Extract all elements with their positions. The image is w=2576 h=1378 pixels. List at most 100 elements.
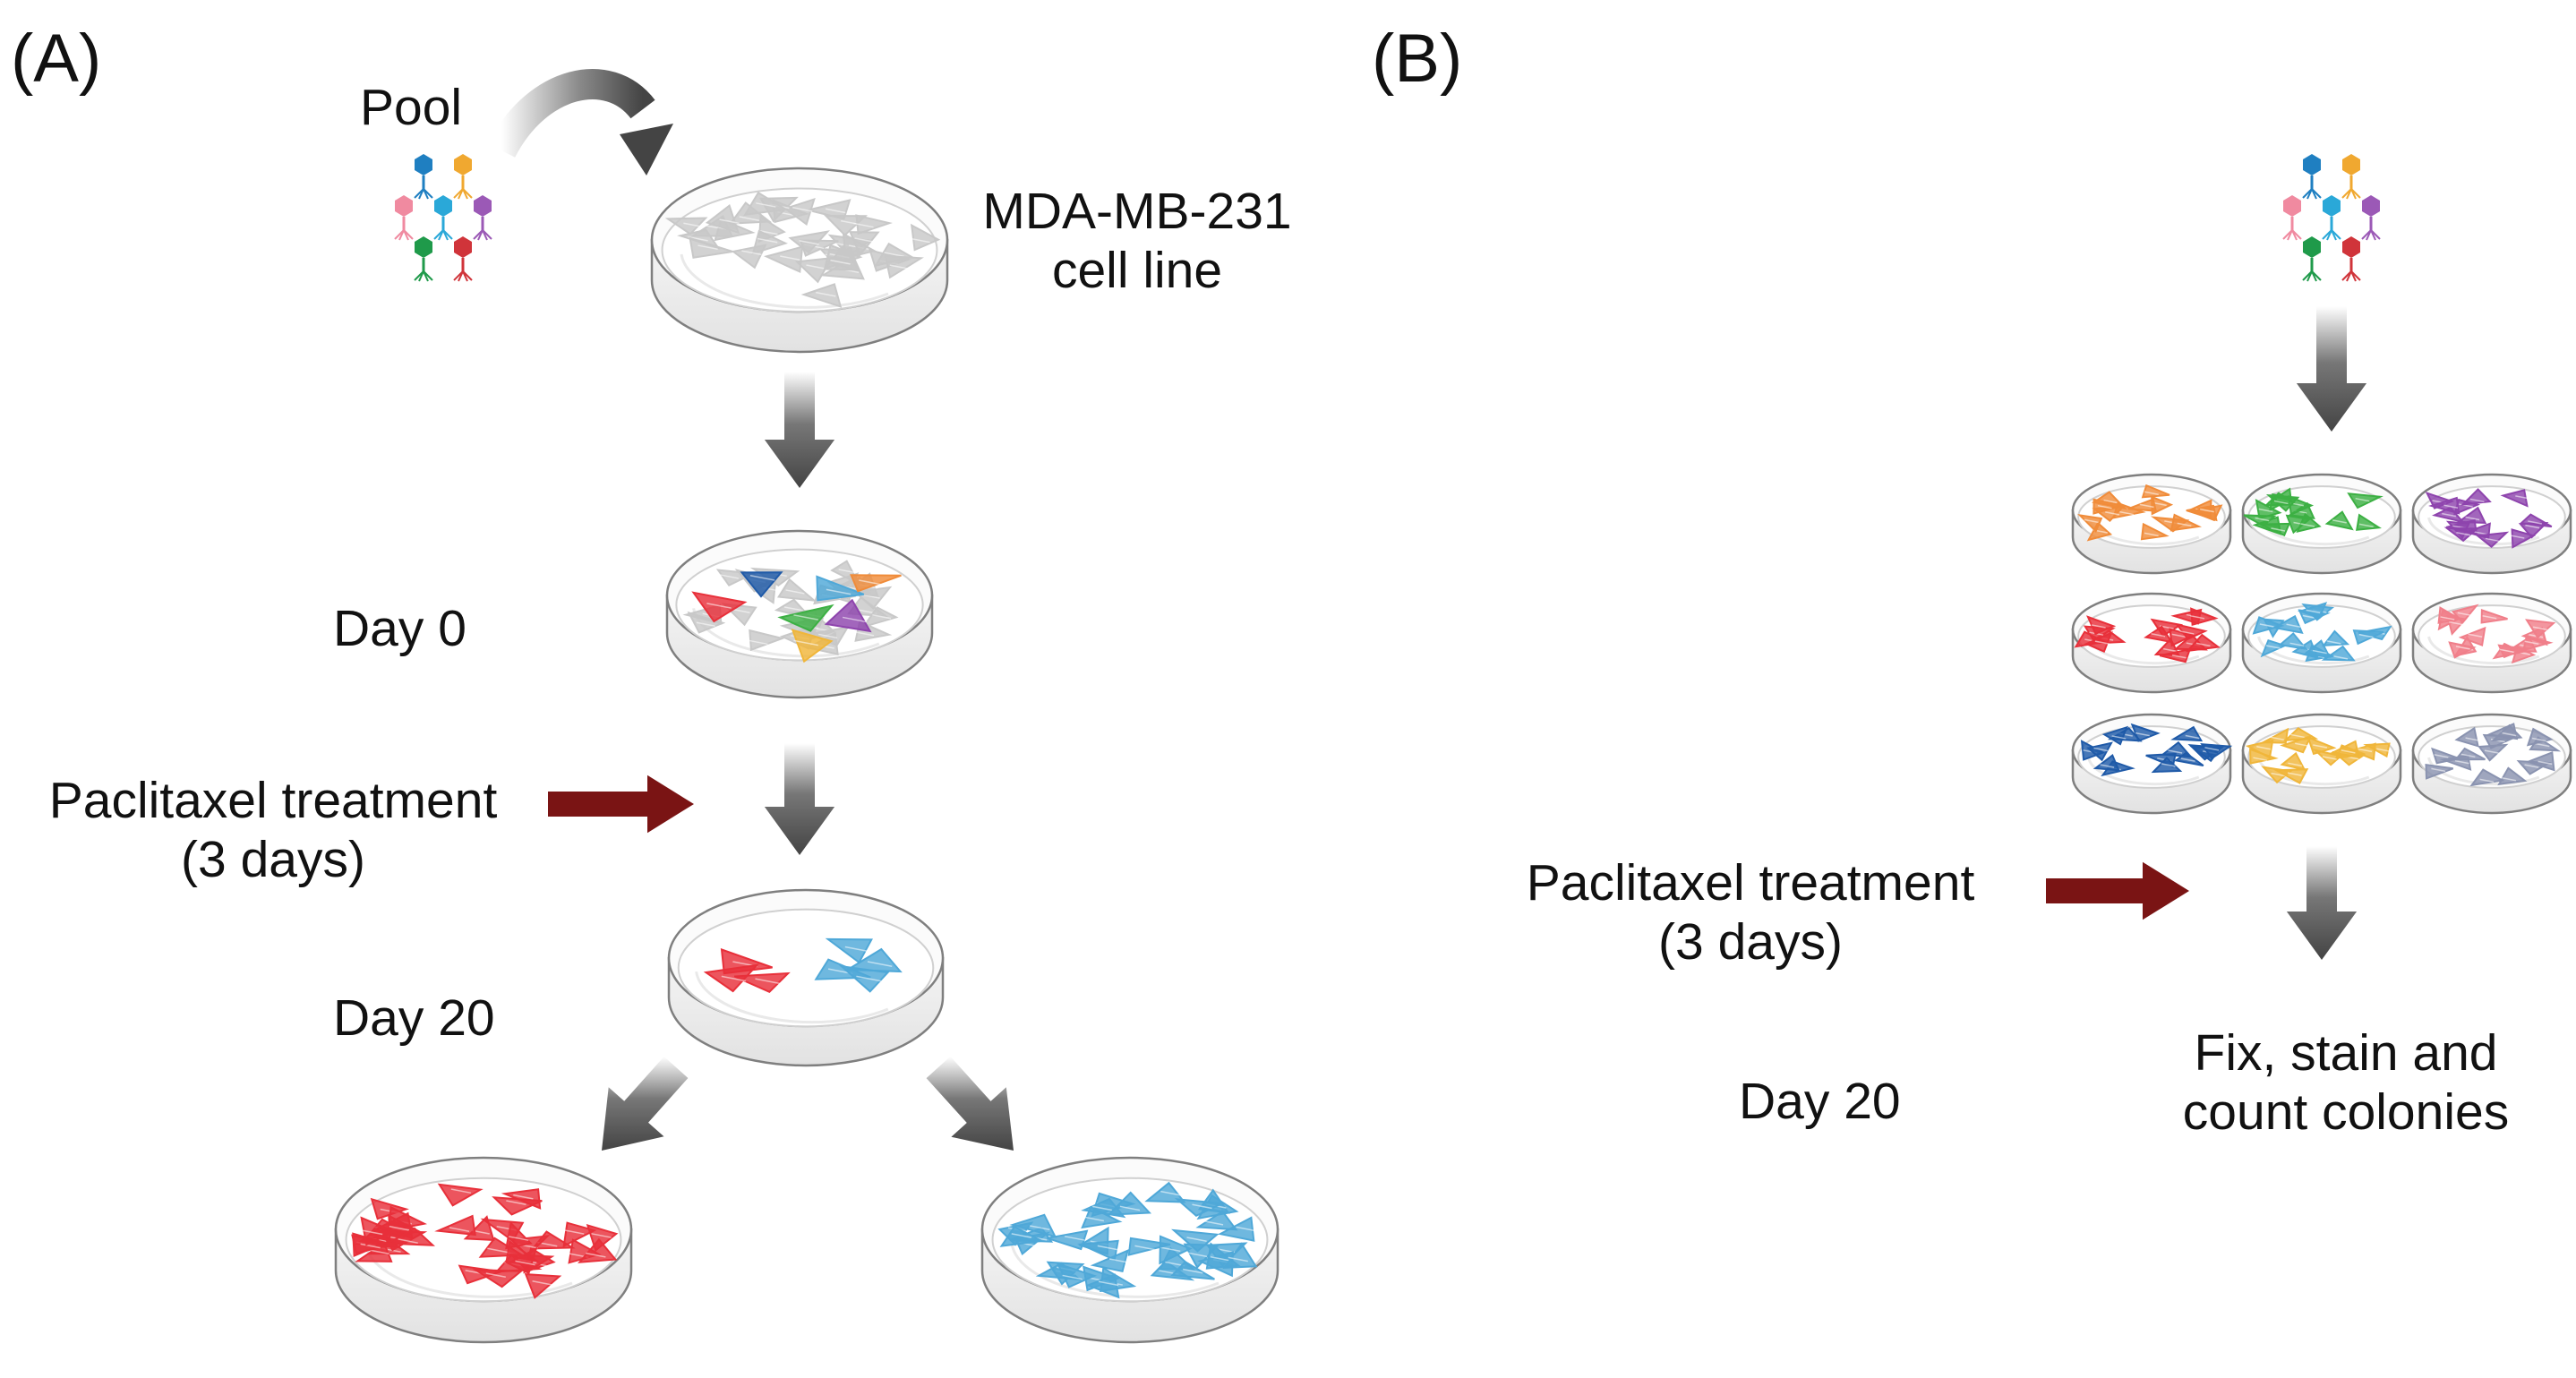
- cell-sheen: [2440, 616, 2455, 621]
- cell-sheen: [2139, 503, 2154, 509]
- cell-sheen: [485, 1272, 506, 1279]
- cell: [860, 606, 899, 629]
- cell: [1009, 1213, 1057, 1238]
- cell-sheen: [2358, 748, 2373, 753]
- phage-head: [474, 195, 492, 217]
- cell-sheen: [721, 975, 747, 982]
- cell-sheen: [2100, 764, 2115, 768]
- cell-sheen: [818, 633, 838, 639]
- cell-sheen: [1011, 1233, 1032, 1238]
- cell-sheen: [2472, 530, 2487, 535]
- cell: [999, 1225, 1045, 1247]
- cell-sheen: [825, 208, 846, 214]
- cell-sheen: [1083, 1216, 1105, 1222]
- cell-sheen: [706, 603, 732, 609]
- cell-sheen: [2144, 491, 2159, 495]
- cell-sheen: [2271, 527, 2286, 532]
- cell: [2363, 742, 2391, 758]
- dish-highlight: [680, 253, 889, 309]
- cell-sheen: [1192, 1203, 1212, 1210]
- cell-sheen: [2103, 499, 2118, 504]
- cell-sheen: [688, 235, 708, 242]
- cell: [2324, 510, 2354, 531]
- phage-head: [2323, 195, 2341, 217]
- cell-sheen: [780, 255, 800, 261]
- phage-pool-icon-b: [2282, 154, 2381, 282]
- cell-sheen: [1097, 1245, 1118, 1251]
- barcoded-cell: [740, 571, 783, 598]
- cell-sheen: [739, 216, 760, 221]
- barcoded-cell: [791, 629, 834, 663]
- phage-head: [2362, 195, 2380, 217]
- phage-leg: [477, 229, 484, 241]
- cell-sheen: [2376, 748, 2392, 752]
- cell-sheen: [853, 222, 874, 228]
- cell: [2490, 723, 2523, 742]
- cell: [1217, 1216, 1255, 1242]
- cell: [800, 283, 843, 308]
- phage-leg: [2350, 270, 2357, 282]
- cell-sheen: [2434, 754, 2449, 758]
- pool-label: Pool: [360, 79, 463, 136]
- cell: [783, 198, 816, 227]
- phage-leg: [462, 270, 468, 282]
- cell: [1170, 1261, 1215, 1280]
- cell-sheen: [2482, 615, 2497, 620]
- cell-sheen: [910, 237, 930, 244]
- cell-sheen: [2256, 746, 2272, 750]
- barcoded-cell: [691, 591, 748, 623]
- day20-label-b: Day 20: [1739, 1073, 1901, 1130]
- cell-sheen: [2290, 733, 2305, 739]
- phage-leg: [442, 229, 449, 241]
- cell-sheen: [2468, 633, 2483, 638]
- cell: [849, 231, 880, 257]
- treatment-label-b-line2: (3 days): [1658, 912, 1843, 971]
- cell-sheen: [2185, 734, 2200, 740]
- cell: [1127, 1237, 1171, 1256]
- cell: [2092, 498, 2124, 515]
- cell-sheen: [2332, 519, 2347, 524]
- cell-sheen: [563, 1229, 585, 1235]
- cell-sheen: [844, 946, 870, 953]
- day20-label-a: Day 20: [333, 989, 495, 1047]
- cell-sheen: [2259, 623, 2274, 628]
- phage-head: [454, 236, 472, 258]
- cell-sheen: [696, 621, 715, 628]
- phage-leg: [2306, 188, 2313, 200]
- phage-head: [2342, 154, 2360, 175]
- phage-head: [2283, 195, 2301, 217]
- cell-sheen: [2535, 742, 2550, 748]
- cell: [2169, 628, 2195, 647]
- cell-sheen: [1092, 1205, 1113, 1211]
- cell: [562, 1221, 597, 1248]
- cell-sheen: [532, 1280, 552, 1286]
- cell-sheen: [2479, 778, 2495, 783]
- cell-sheen: [793, 639, 818, 646]
- cell-sheen: [2171, 633, 2187, 638]
- phage-leg: [2291, 229, 2298, 241]
- dish-expanded-red: [334, 1156, 633, 1344]
- cell-sheen: [508, 1236, 529, 1241]
- treatment-arrow-b: [2046, 861, 2189, 920]
- cell-sheen: [2161, 763, 2176, 767]
- cell: [776, 578, 817, 602]
- cell-sheen: [719, 218, 740, 225]
- cell: [1174, 1198, 1226, 1217]
- cell-sheen: [2532, 626, 2547, 631]
- cell-sheen: [867, 961, 893, 967]
- cell-sheen: [449, 1227, 470, 1232]
- cell-sheen: [2525, 524, 2540, 529]
- cell: [2086, 741, 2113, 762]
- cell: [355, 1241, 393, 1262]
- cell-sheen: [398, 1238, 418, 1244]
- cell: [2526, 727, 2554, 747]
- cell-sheen: [2528, 520, 2543, 525]
- cell-sheen: [799, 239, 819, 245]
- cell-sheen: [2258, 508, 2273, 513]
- down-arrow-b2: [2286, 846, 2358, 960]
- cell-sheen: [2180, 757, 2195, 762]
- cell: [2480, 609, 2508, 624]
- treatment-arrow-a: [548, 775, 694, 834]
- cell-sheen: [856, 975, 881, 982]
